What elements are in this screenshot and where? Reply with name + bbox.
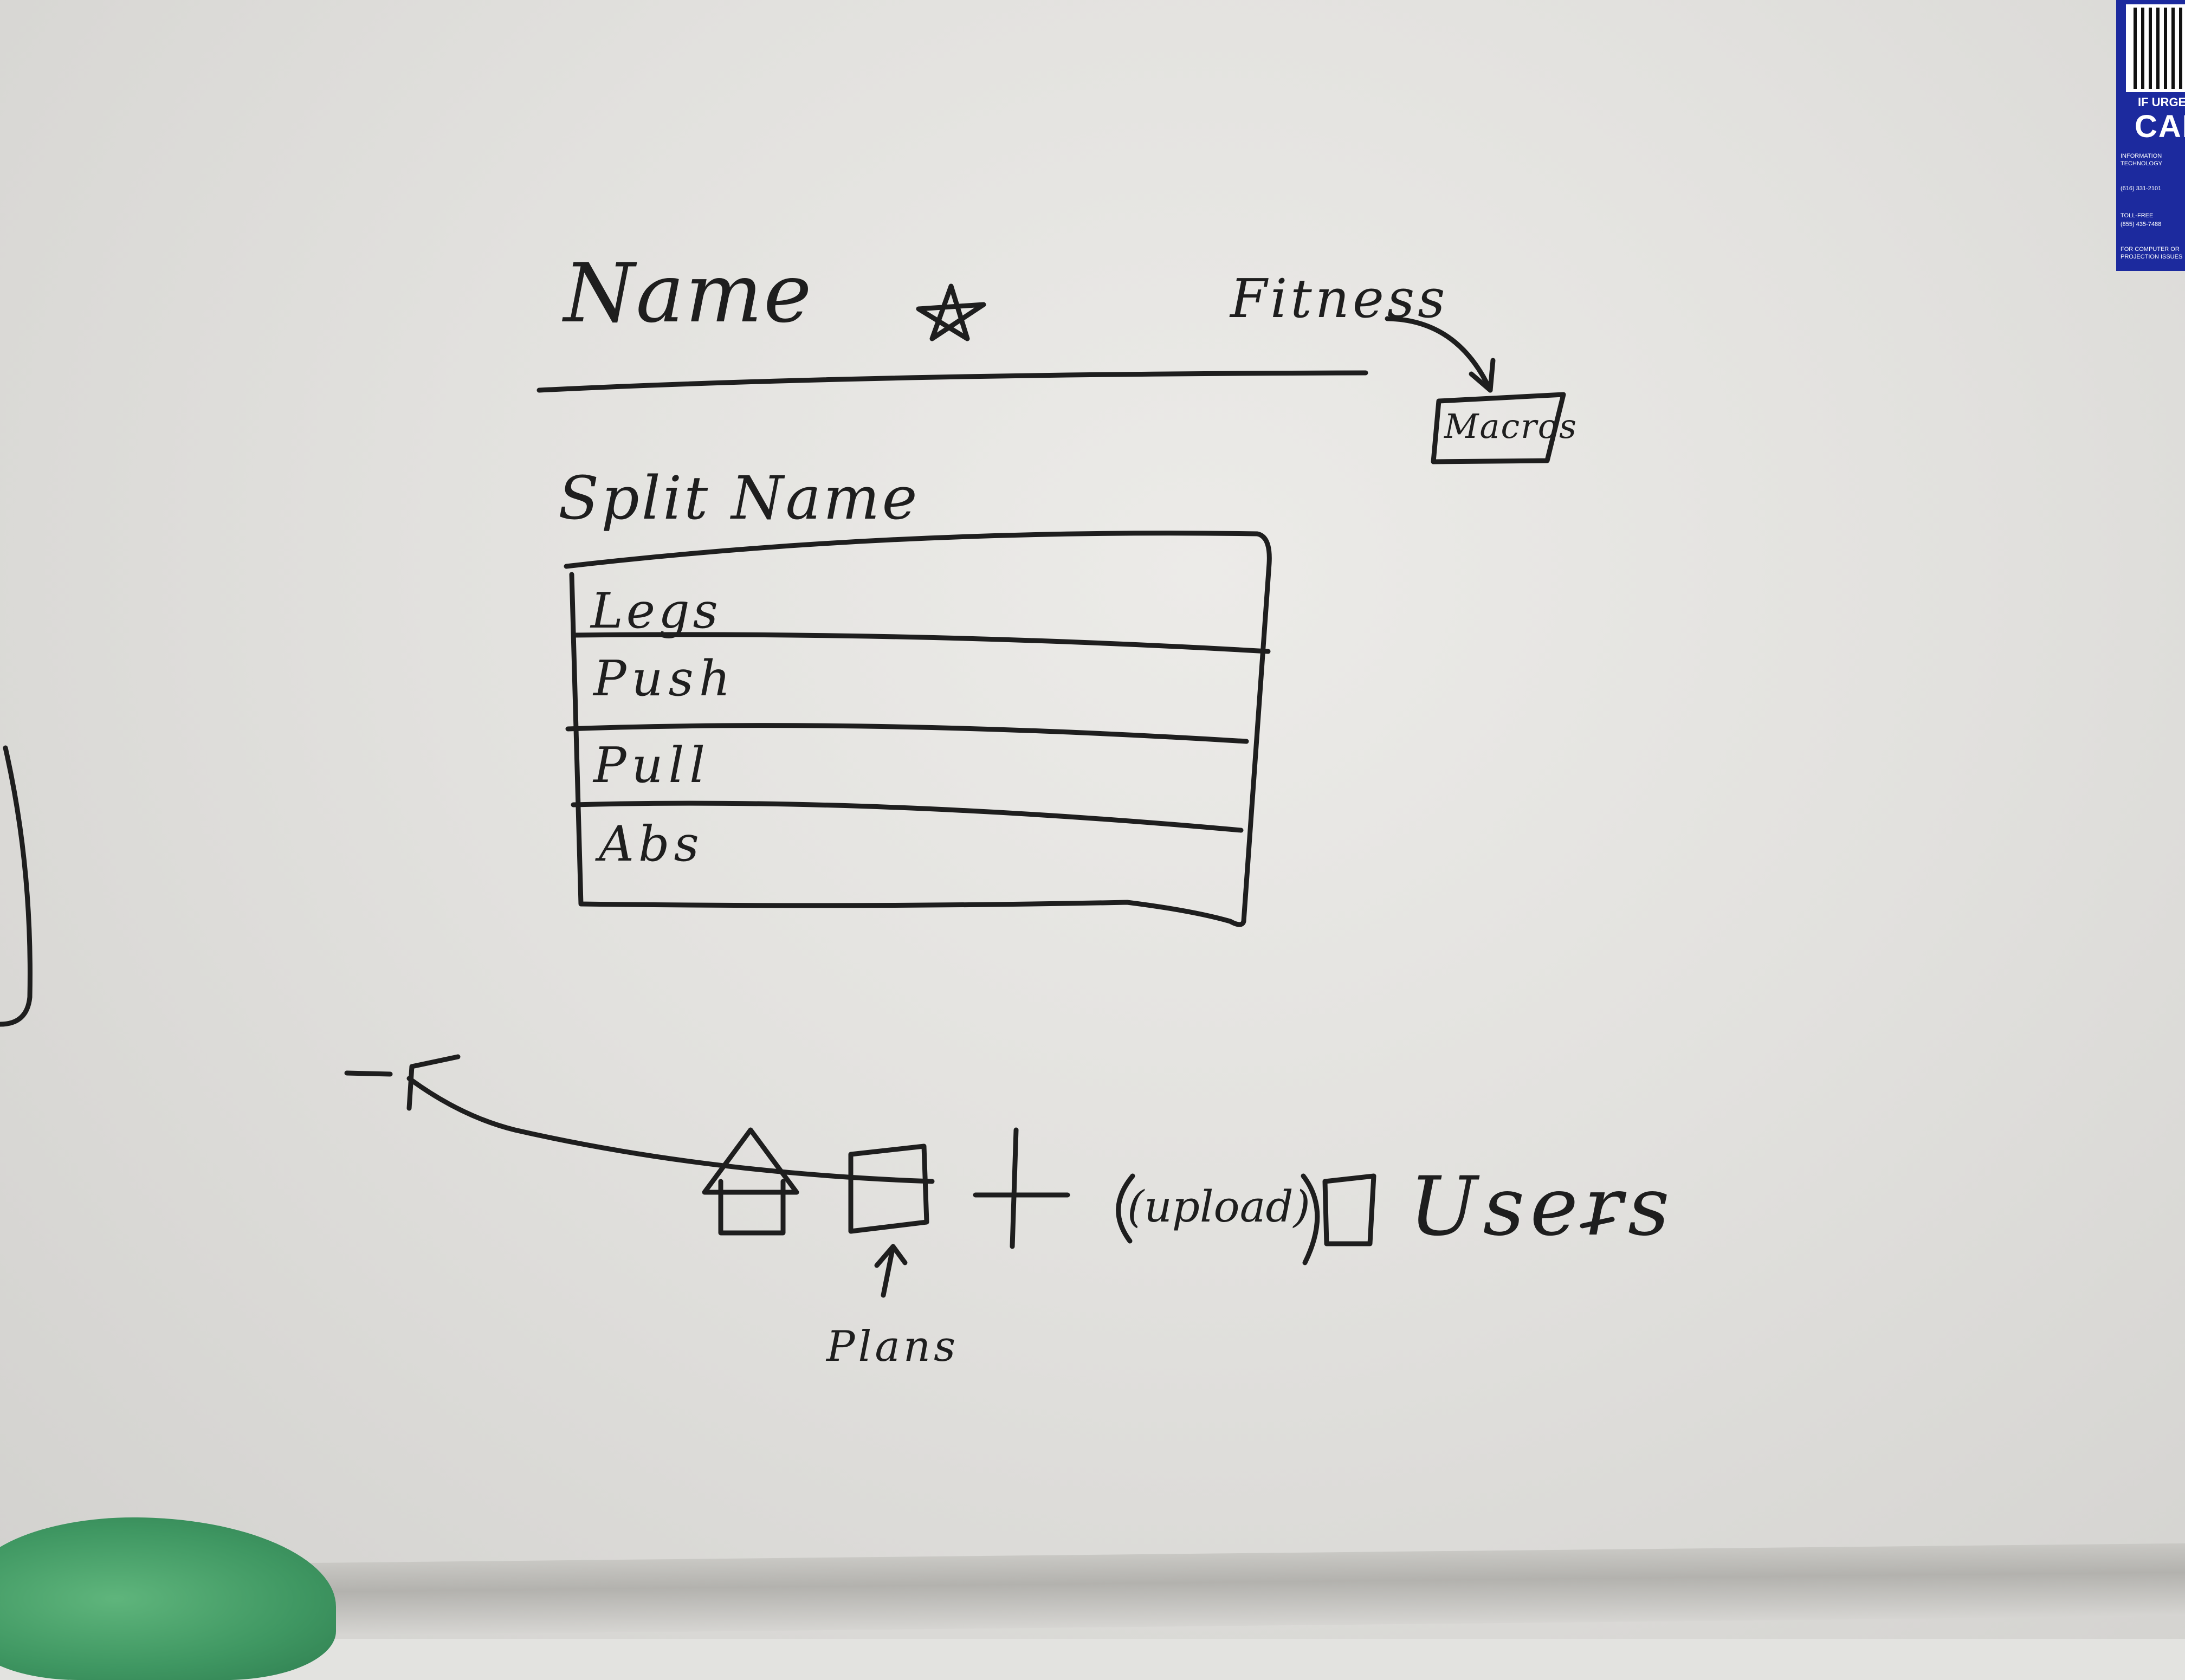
plans-square-icon [848, 1143, 929, 1234]
arrow-up-icon [874, 1244, 908, 1298]
split-table-outline [564, 531, 1272, 927]
split-row-pull[interactable]: Pull [593, 737, 711, 794]
arrow-head-icon [1469, 358, 1496, 393]
fitness-label: Fitness [1230, 268, 1449, 330]
paren-open [1116, 1173, 1135, 1244]
split-title: Split Name [558, 463, 920, 533]
users-square-icon [1322, 1173, 1376, 1246]
poster-line: (616) 331-2101 [2121, 185, 2162, 192]
row-divider [565, 723, 1249, 744]
name-label: Name [564, 247, 813, 341]
arrow-head-icon [406, 1054, 461, 1111]
poster-line: PROJECTION ISSUES [2121, 254, 2183, 260]
split-row-abs[interactable]: Abs [599, 816, 703, 873]
it-help-poster: IF URGENT CAL INFORMATION TECHNOLOGY (61… [2116, 0, 2185, 271]
poster-line: INFORMATION [2121, 153, 2162, 159]
star-icon [916, 283, 986, 341]
back-arrow-tail [344, 1070, 393, 1077]
row-divider [571, 800, 1244, 833]
poster-line: TOLL-FREE [2121, 212, 2154, 219]
macros-button[interactable]: Macros [1444, 406, 1578, 446]
plus-icon [973, 1127, 1070, 1249]
poster-line: TECHNOLOGY [2121, 160, 2163, 167]
arrow-to-macros [1385, 316, 1493, 393]
paren-close [1301, 1173, 1320, 1265]
poster-call: CAL [2135, 109, 2185, 144]
poster-heading: IF URGENT [2138, 95, 2185, 109]
plans-label: Plans [826, 1322, 959, 1371]
row-divider [572, 632, 1271, 654]
poster-line: FOR COMPUTER OR [2121, 246, 2180, 253]
marker-drawing [0, 283, 1615, 1298]
home-icon-roof [702, 1127, 799, 1195]
users-label[interactable]: Users [1409, 1160, 1675, 1254]
header-divider [536, 370, 1368, 393]
partial-drawing-edge [0, 745, 33, 1027]
macros-box [1431, 392, 1566, 464]
split-row-legs[interactable]: Legs [591, 583, 721, 639]
upload-label[interactable]: (upload) [1127, 1181, 1310, 1232]
back-arrow [406, 1076, 935, 1184]
stray-mark [1580, 1217, 1615, 1229]
qr-code-icon [2126, 4, 2185, 92]
poster-line: (855) 435-7488 [2121, 221, 2162, 228]
split-row-push[interactable]: Push [593, 650, 736, 707]
home-icon [718, 1179, 786, 1236]
